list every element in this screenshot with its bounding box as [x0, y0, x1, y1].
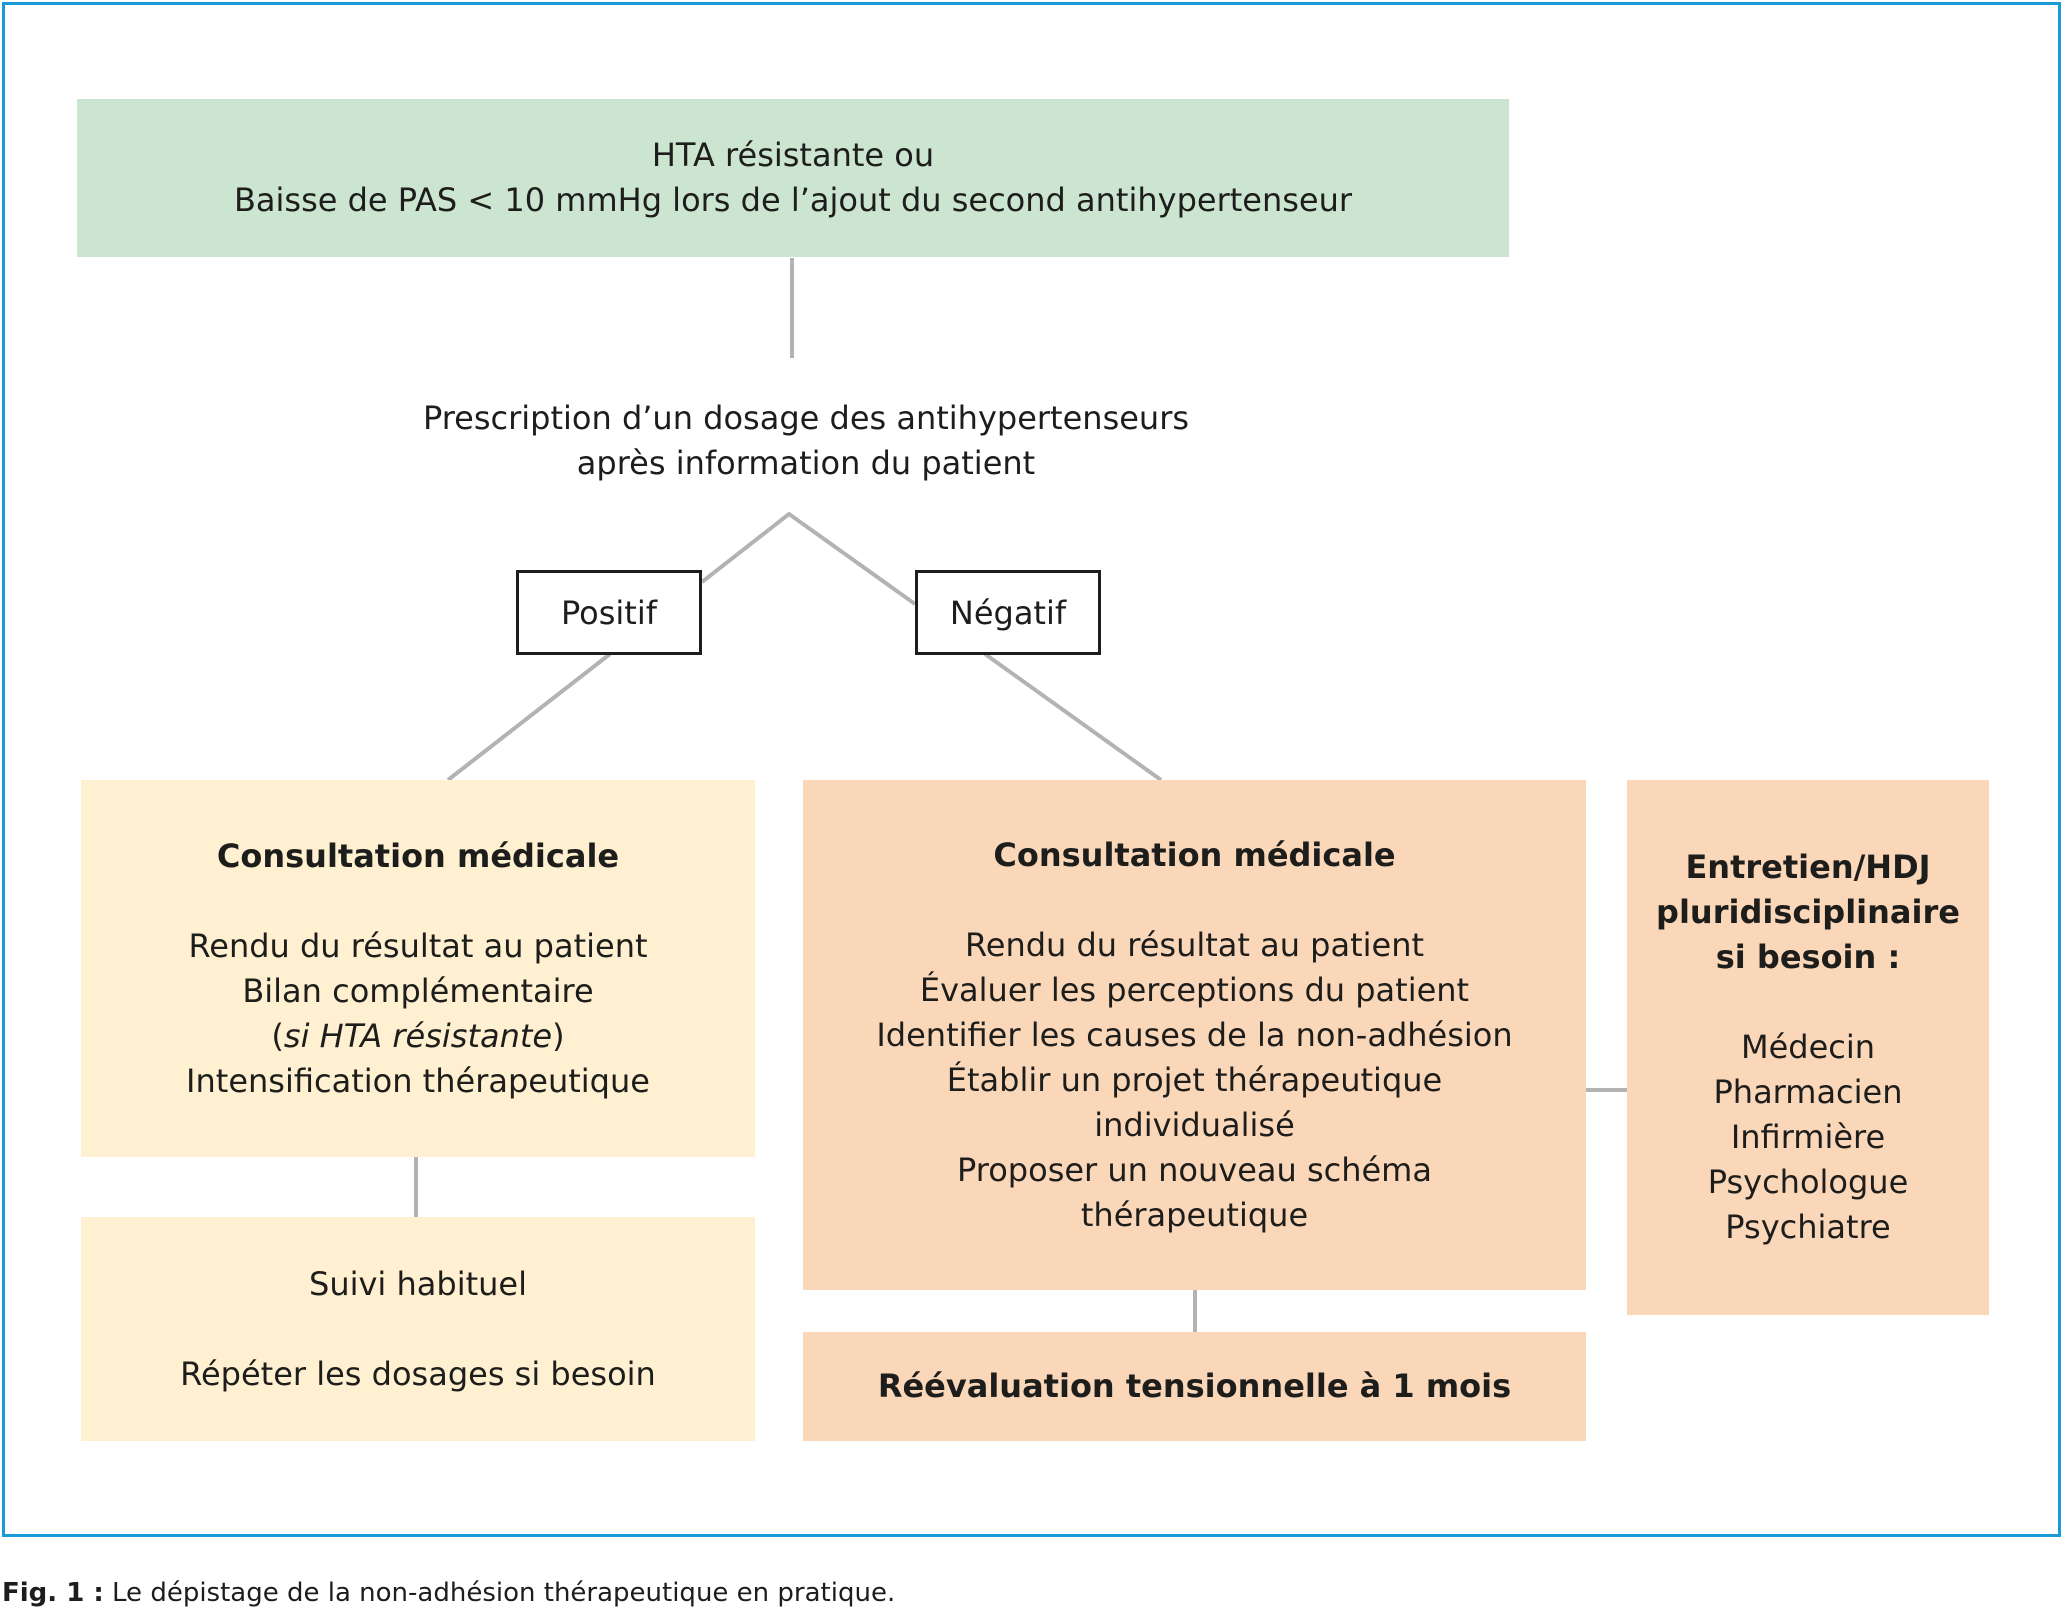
right-consult-item-6: Proposer un nouveau schéma	[957, 1150, 1432, 1189]
right-consult-item-4: Établir un projet thérapeutique	[946, 1060, 1443, 1099]
prescription-line2: après information du patient	[576, 444, 1036, 482]
connector-split	[700, 511, 917, 606]
caption-lead: Fig. 1 :	[2, 1578, 104, 1608]
multidisciplinary-box: Entretien/HDJ pluridisciplinaire si beso…	[1627, 780, 1989, 1315]
left-consult-item-last: Intensification thérapeutique	[186, 1061, 650, 1100]
right-consult-item-7: thérapeutique	[1080, 1195, 1309, 1234]
positive-label-box: Positif	[516, 570, 702, 655]
right-consult-item-5: individualisé	[1094, 1105, 1295, 1144]
connector-positive-to-left	[446, 652, 612, 782]
right-consult-item-1: Rendu du résultat au patient	[964, 925, 1425, 964]
multi-member-3: Infirmière	[1730, 1118, 1886, 1156]
multi-title-1: Entretien/HDJ	[1685, 848, 1931, 886]
connector-negative-to-right	[983, 652, 1163, 782]
multi-member-5: Psychiatre	[1725, 1208, 1891, 1246]
multi-member-2: Pharmacien	[1713, 1073, 1903, 1111]
resistant-hypertension-box: HTA résistante ou Baisse de PAS < 10 mmH…	[77, 99, 1509, 257]
left-consultation-box: Consultation médicale Rendu du résultat …	[81, 780, 755, 1157]
multi-title-2: pluridisciplinaire	[1656, 893, 1960, 931]
reevaluation-box: Réévaluation tensionnelle à 1 mois	[803, 1332, 1586, 1441]
prescription-text: Prescription d’un dosage des antihyperte…	[306, 396, 1306, 486]
top-box-line2: Baisse de PAS < 10 mmHg lors de l’ajout …	[233, 181, 1353, 219]
figure-caption: Fig. 1 : Le dépistage de la non-adhésion…	[2, 1578, 895, 1608]
multi-member-4: Psychologue	[1707, 1163, 1909, 1201]
multi-member-1: Médecin	[1740, 1028, 1876, 1066]
multi-title-3: si besoin :	[1715, 938, 1901, 976]
caption-text: Le dépistage de la non-adhésion thérapeu…	[103, 1578, 896, 1608]
right-consult-item-3: Identifier les causes de la non-adhésion	[876, 1015, 1513, 1054]
left-consult-note: (si HTA résistante)	[271, 1016, 565, 1055]
left-consult-item-1: Rendu du résultat au patient	[188, 926, 648, 965]
reevaluation-label: Réévaluation tensionnelle à 1 mois	[877, 1367, 1512, 1405]
right-consult-item-2: Évaluer les perceptions du patient	[919, 970, 1470, 1009]
negative-label: Négatif	[949, 593, 1067, 632]
left-followup-box: Suivi habituel Répéter les dosages si be…	[81, 1217, 755, 1441]
positive-label: Positif	[561, 593, 657, 632]
left-consult-item-2: Bilan complémentaire	[242, 971, 594, 1010]
negative-label-box: Négatif	[915, 570, 1101, 655]
prescription-line1: Prescription d’un dosage des antihyperte…	[422, 399, 1190, 437]
followup-line1: Suivi habituel	[309, 1264, 527, 1303]
right-consult-title: Consultation médicale	[993, 835, 1396, 874]
top-box-line1: HTA résistante ou	[651, 136, 935, 174]
right-consultation-box: Consultation médicale Rendu du résultat …	[803, 780, 1586, 1290]
followup-line2: Répéter les dosages si besoin	[180, 1354, 656, 1393]
left-consult-title: Consultation médicale	[216, 836, 620, 875]
